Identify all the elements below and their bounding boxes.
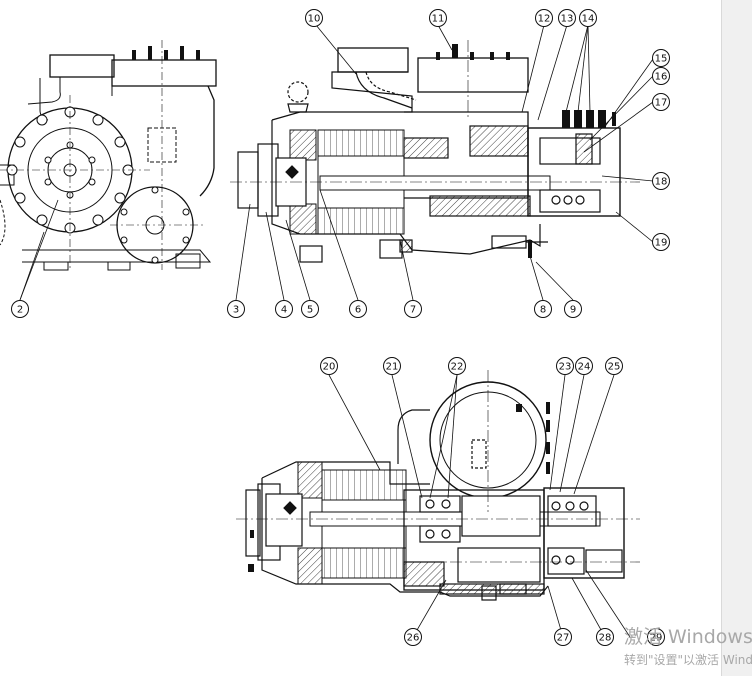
callout-6: 6 xyxy=(349,300,367,318)
callout-10-label: 10 xyxy=(308,14,321,25)
callout-17-label: 17 xyxy=(655,98,668,109)
callout-5: 5 xyxy=(301,300,319,318)
end-view-centerlines xyxy=(0,40,205,270)
callout-24: 24 xyxy=(575,357,593,375)
callout-25: 25 xyxy=(605,357,623,375)
callout-21: 21 xyxy=(383,357,401,375)
callout-4-label: 4 xyxy=(281,305,287,316)
leader-lines xyxy=(19,24,654,638)
callout-29: 29 xyxy=(647,628,665,646)
callout-9: 9 xyxy=(564,300,582,318)
callout-13: 13 xyxy=(558,9,576,27)
callout-18: 18 xyxy=(652,172,670,190)
callout-12: 12 xyxy=(535,9,553,27)
callout-6-label: 6 xyxy=(355,305,361,316)
activation-watermark-title: 激活 Windows xyxy=(624,626,752,648)
activation-watermark-subtitle: 转到"设置"以激活 Windows。 xyxy=(624,653,752,667)
callout-11: 11 xyxy=(429,9,447,27)
callout-15-label: 15 xyxy=(655,54,668,65)
callout-27-label: 27 xyxy=(557,633,570,644)
callouts: 2 3 4 5 6 7 8 9 10 11 12 13 14 15 16 17 … xyxy=(11,9,670,646)
callout-2: 2 xyxy=(11,300,29,318)
vertical-scrollbar[interactable] xyxy=(721,0,752,676)
end-view-bolts xyxy=(6,106,190,264)
callout-5-label: 5 xyxy=(307,305,313,316)
callout-19-label: 19 xyxy=(655,238,668,249)
callout-28-label: 28 xyxy=(599,633,612,644)
callout-16: 16 xyxy=(652,67,670,85)
compressor-drawing: 2 3 4 5 6 7 8 9 10 11 12 13 14 15 16 17 … xyxy=(0,9,670,646)
callout-13-label: 13 xyxy=(561,14,574,25)
callout-27: 27 xyxy=(554,628,572,646)
callout-9-label: 9 xyxy=(570,305,576,316)
callout-2-label: 2 xyxy=(17,305,23,316)
callout-22: 22 xyxy=(448,357,466,375)
callout-15: 15 xyxy=(652,49,670,67)
callout-18-label: 18 xyxy=(655,177,668,188)
callout-20-label: 20 xyxy=(323,362,336,373)
top-section-centerline xyxy=(230,40,640,183)
callout-22-label: 22 xyxy=(451,362,464,373)
bottom-section-view xyxy=(245,381,625,601)
top-section-bolts xyxy=(436,44,616,258)
bottom-section-bolts xyxy=(248,402,550,572)
callout-8: 8 xyxy=(534,300,552,318)
callout-7: 7 xyxy=(404,300,422,318)
callout-4: 4 xyxy=(275,300,293,318)
callout-12-label: 12 xyxy=(538,14,551,25)
callout-24-label: 24 xyxy=(578,362,591,373)
top-section-view xyxy=(237,47,621,263)
callout-21-label: 21 xyxy=(386,362,399,373)
callout-23: 23 xyxy=(556,357,574,375)
callout-14-label: 14 xyxy=(582,14,595,25)
callout-25-label: 25 xyxy=(608,362,621,373)
callout-7-label: 7 xyxy=(410,305,416,316)
callout-20: 20 xyxy=(320,357,338,375)
callout-19: 19 xyxy=(652,233,670,251)
end-view-top-bolts xyxy=(132,46,200,60)
callout-3: 3 xyxy=(227,300,245,318)
callout-8-label: 8 xyxy=(540,305,546,316)
callout-29-label: 29 xyxy=(650,633,663,644)
bottom-section-centerlines xyxy=(236,370,640,563)
callout-14: 14 xyxy=(579,9,597,27)
callout-17: 17 xyxy=(652,93,670,111)
callout-23-label: 23 xyxy=(559,362,572,373)
callout-26-label: 26 xyxy=(407,633,420,644)
callout-10: 10 xyxy=(305,9,323,27)
callout-16-label: 16 xyxy=(655,72,668,83)
callout-11-label: 11 xyxy=(432,14,445,25)
callout-28: 28 xyxy=(596,628,614,646)
callout-26: 26 xyxy=(404,628,422,646)
callout-3-label: 3 xyxy=(233,305,239,316)
